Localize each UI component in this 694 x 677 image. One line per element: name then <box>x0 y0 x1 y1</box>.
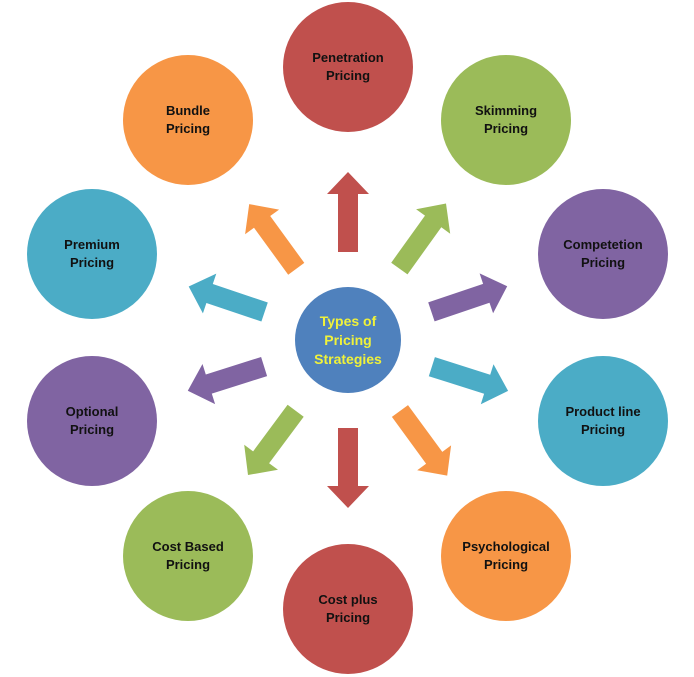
strategy-label-line: Skimming <box>474 103 538 118</box>
strategy-label-line: Pricing <box>165 557 211 572</box>
strategy-label-line: Psychological <box>462 539 550 554</box>
strategy-label-line: Bundle <box>165 103 211 118</box>
strategy-label-line: Penetration <box>312 50 384 65</box>
arrow-icon <box>187 357 268 405</box>
strategy-label-line: Pricing <box>325 610 371 625</box>
arrow-icon <box>428 357 509 405</box>
center-line: Types of <box>319 312 377 329</box>
strategy-label-line: Cost plus <box>318 592 378 607</box>
strategy-label-line: Competetion <box>563 237 643 252</box>
arrow-icon <box>327 428 369 508</box>
strategy-label-line: Pricing <box>580 422 626 437</box>
center-line: Pricing <box>324 331 372 348</box>
center-circle: Types of Pricing Strategies <box>295 287 401 393</box>
strategy-label-line: Pricing <box>483 557 529 572</box>
strategy-label-line: Pricing <box>325 68 371 83</box>
arrow-icon <box>245 204 305 275</box>
strategy-label-line: Pricing <box>69 422 115 437</box>
strategy-label-line: Cost Based <box>152 539 224 554</box>
strategy-label-line: Pricing <box>580 255 626 270</box>
strategy-label-line: Pricing <box>165 121 211 136</box>
strategy-label-line: Pricing <box>483 121 529 136</box>
arrow-icon <box>327 172 369 252</box>
strategy-label-line: Product line <box>565 404 641 419</box>
strategy-label-line: Premium <box>64 237 120 252</box>
strategy-label-line: Optional <box>65 404 119 419</box>
arrow-icon <box>244 404 304 475</box>
arrow-icon <box>391 405 452 476</box>
strategy-label-line: Pricing <box>69 255 115 270</box>
arrow-icon <box>188 273 268 322</box>
arrow-icon <box>391 203 451 275</box>
center-line: Strategies <box>314 350 382 367</box>
arrow-icon <box>428 273 508 322</box>
